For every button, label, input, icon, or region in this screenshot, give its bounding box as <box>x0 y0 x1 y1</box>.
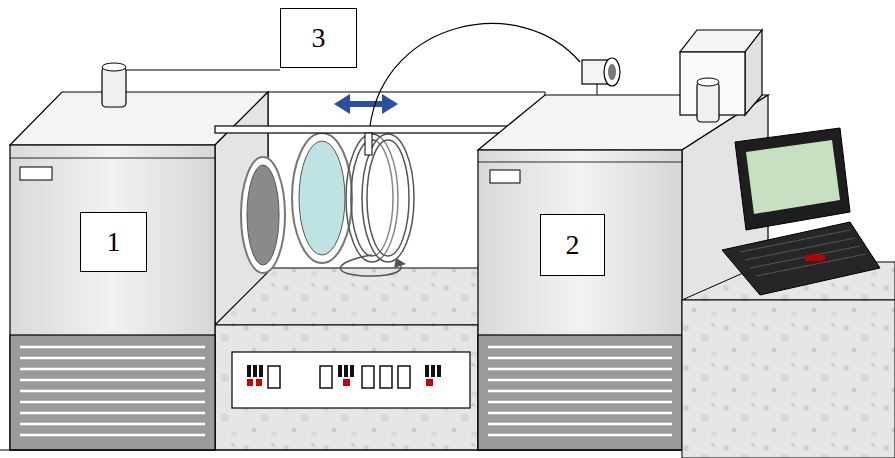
callout-number: 1 <box>107 228 121 256</box>
callout-box: 2 <box>540 214 605 276</box>
callout-box: 3 <box>280 8 357 68</box>
callout-number: 2 <box>566 231 580 259</box>
callout-box: 1 <box>80 212 147 272</box>
callout-number: 3 <box>312 24 326 52</box>
